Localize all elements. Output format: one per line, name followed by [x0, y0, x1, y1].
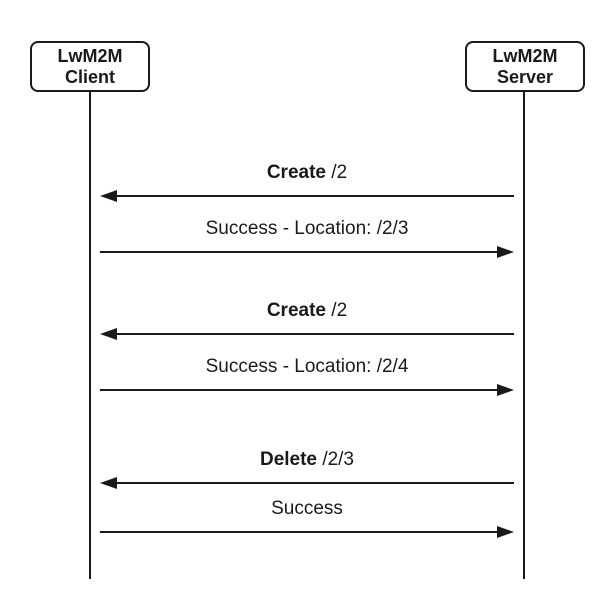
arrowhead-right-icon [497, 246, 514, 258]
message-create-1: Create/2 [100, 161, 514, 202]
message-label: Create/2 [100, 299, 514, 323]
arrow-server-to-client [100, 328, 514, 340]
arrow-line [113, 333, 514, 335]
message-label: Success - Location: /2/3 [100, 217, 514, 241]
actor-box-lwm2m-client: LwM2M Client [30, 41, 150, 92]
message-label: Delete/2/3 [100, 448, 514, 472]
arrowhead-left-icon [100, 328, 117, 340]
arrowhead-left-icon [100, 190, 117, 202]
actor-label-line1: LwM2M [57, 45, 123, 66]
arrowhead-right-icon [497, 384, 514, 396]
arrow-server-to-client [100, 190, 514, 202]
message-method: Delete [259, 449, 317, 470]
message-create-2: Create/2 [100, 299, 514, 340]
message-success-location-2-4: Success - Location: /2/4 [100, 355, 514, 396]
actor-label-line2: Server [496, 66, 554, 87]
message-args: /2 [331, 162, 348, 183]
message-success: Success [100, 497, 514, 538]
actor-box-lwm2m-server: LwM2M Server [465, 41, 585, 92]
arrowhead-right-icon [497, 526, 514, 538]
actor-label-line2: Client [64, 66, 115, 87]
message-label: Create/2 [100, 161, 514, 185]
message-method: Create [266, 300, 326, 321]
message-args: Success - Location: /2/3 [205, 218, 409, 239]
message-label: Success [100, 497, 514, 521]
lifeline-server [523, 92, 525, 579]
message-method: Create [266, 162, 326, 183]
message-args: Success - Location: /2/4 [205, 356, 409, 377]
arrow-server-to-client [100, 477, 514, 489]
message-label: Success - Location: /2/4 [100, 355, 514, 379]
arrow-client-to-server [100, 384, 514, 396]
actor-label-line1: LwM2M [492, 45, 558, 66]
arrow-client-to-server [100, 526, 514, 538]
message-delete-2-3: Delete/2/3 [100, 448, 514, 489]
arrowhead-left-icon [100, 477, 117, 489]
arrow-line [113, 482, 514, 484]
arrow-line [100, 389, 501, 391]
message-args: /2 [331, 300, 348, 321]
message-success-location-2-3: Success - Location: /2/3 [100, 217, 514, 258]
lifeline-client [89, 92, 91, 579]
arrow-line [100, 531, 501, 533]
arrow-client-to-server [100, 246, 514, 258]
arrow-line [100, 251, 501, 253]
arrow-line [113, 195, 514, 197]
message-args: Success [271, 498, 343, 519]
message-args: /2/3 [322, 449, 355, 470]
